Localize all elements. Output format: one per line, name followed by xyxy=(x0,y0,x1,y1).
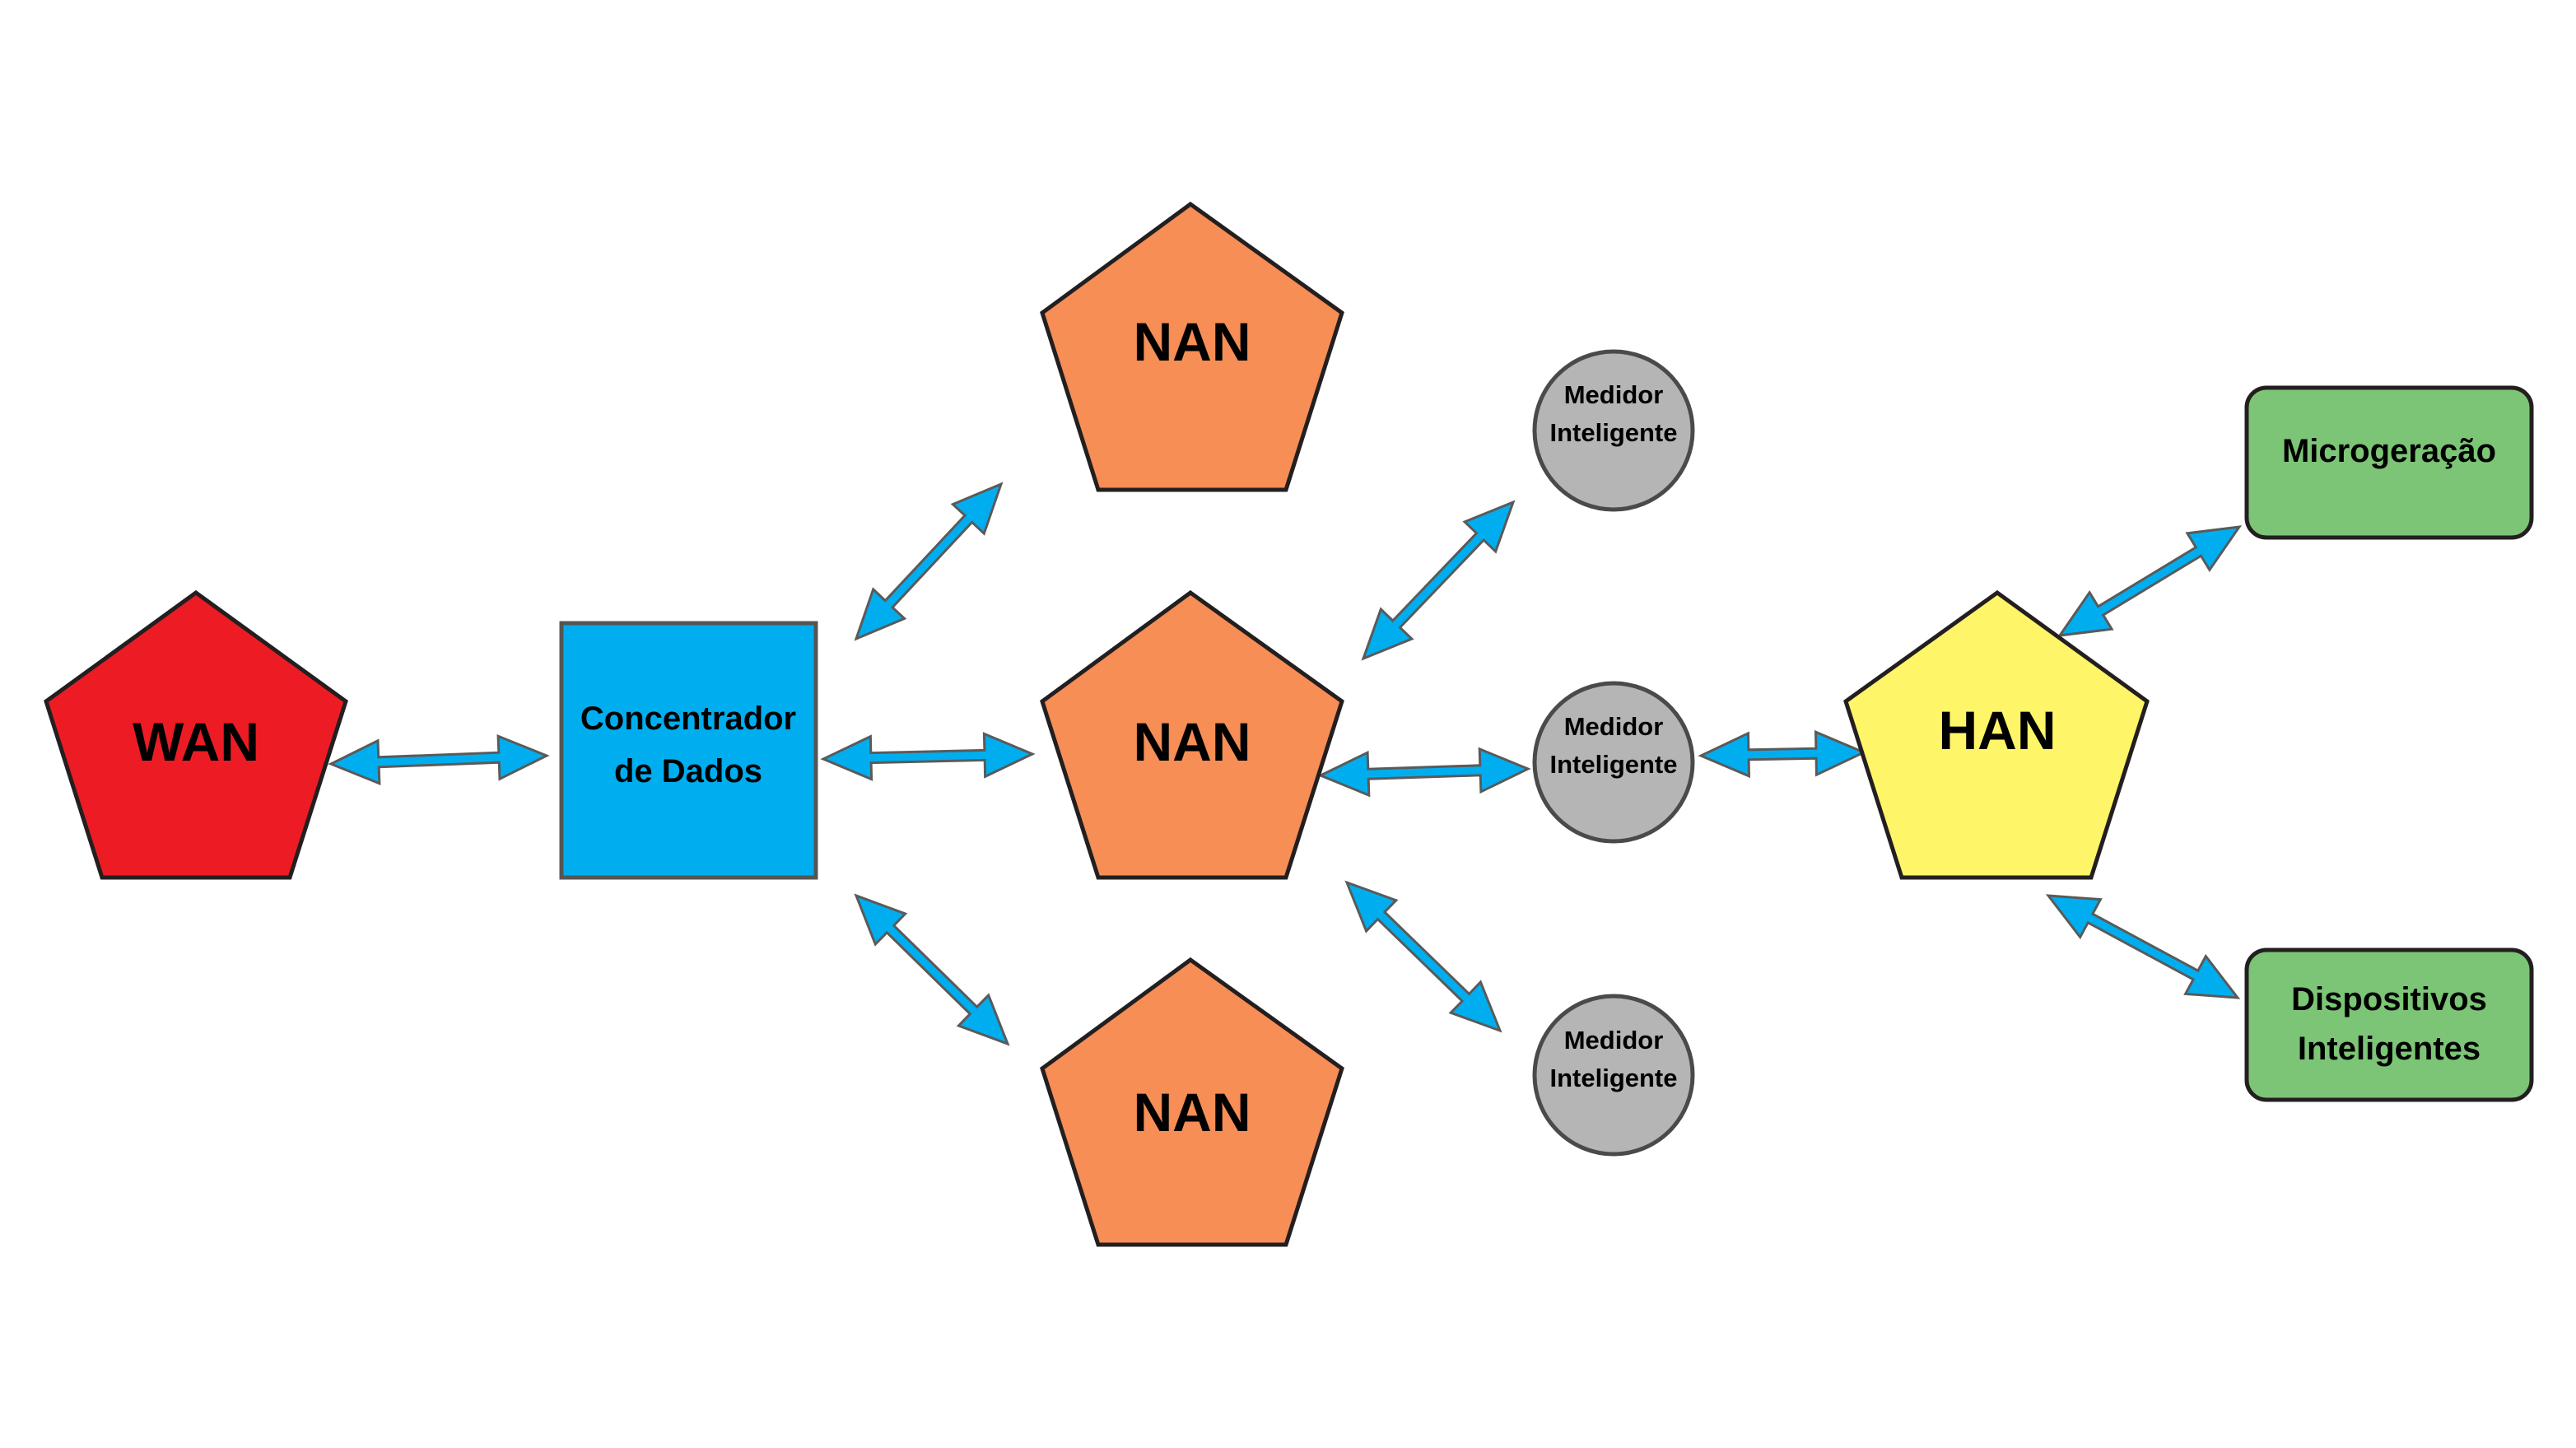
arrow-nan-meter-bottom xyxy=(1344,880,1502,1033)
smart-meter-top-circle xyxy=(1532,349,1695,512)
data-concentrator-node: Concentrador de Dados xyxy=(559,621,818,880)
connection-arrows xyxy=(328,482,2243,1046)
smart-devices-label-line1: Dispositivos xyxy=(2291,981,2487,1017)
smart-meter-top-label-line2: Inteligente xyxy=(1549,418,1677,447)
arrow-nan-meter-middle xyxy=(1317,747,1531,798)
nan-top-node: NAN xyxy=(1040,201,1344,492)
microgeneration-label: Microgeração xyxy=(2282,433,2496,469)
arrow-nan-meter-top xyxy=(1361,500,1516,661)
nan-middle-node: NAN xyxy=(1040,589,1344,880)
smart-meter-top-label-line1: Medidor xyxy=(1564,380,1664,409)
han-pentagon xyxy=(1843,589,2150,880)
han-label: HAN xyxy=(1939,700,2057,761)
wan-pentagon xyxy=(44,589,348,880)
smart-meter-middle-node: Medidor Inteligente xyxy=(1532,681,1695,844)
arrow-wan-concentrator xyxy=(328,733,550,786)
nan-middle-label: NAN xyxy=(1134,711,1251,772)
wan-label: WAN xyxy=(133,711,259,772)
data-concentrator-label-line2: de Dados xyxy=(614,753,762,789)
wan-node: WAN xyxy=(44,589,348,880)
smart-meter-bottom-circle xyxy=(1532,994,1695,1157)
nan-bottom-label: NAN xyxy=(1134,1082,1251,1143)
arrow-concentrator-nan-bottom xyxy=(854,893,1010,1046)
arrow-meter-han xyxy=(1698,729,1867,779)
han-node: HAN xyxy=(1843,589,2150,880)
smart-meter-bottom-node: Medidor Inteligente xyxy=(1532,994,1695,1157)
smart-meter-middle-label-line2: Inteligente xyxy=(1549,750,1677,779)
arrow-concentrator-nan-middle xyxy=(820,732,1036,781)
smart-meter-bottom-label-line2: Inteligente xyxy=(1549,1064,1677,1092)
smart-meter-middle-label-line1: Medidor xyxy=(1564,712,1664,741)
smart-devices-node: Dispositivos Inteligentes xyxy=(2244,947,2534,1102)
nan-bottom-node: NAN xyxy=(1040,957,1344,1247)
smart-meter-top-node: Medidor Inteligente xyxy=(1532,349,1695,512)
arrow-concentrator-nan-top xyxy=(854,482,1004,641)
data-concentrator-box xyxy=(559,621,818,880)
microgeneration-box xyxy=(2244,385,2534,540)
nan-bottom-pentagon xyxy=(1040,957,1344,1247)
nan-top-pentagon xyxy=(1040,201,1344,492)
nan-top-label: NAN xyxy=(1134,311,1251,372)
arrow-han-microgeneration xyxy=(2057,525,2243,637)
nan-middle-pentagon xyxy=(1040,589,1344,880)
arrow-han-smart-devices xyxy=(2045,894,2241,999)
smart-meter-bottom-label-line1: Medidor xyxy=(1564,1026,1664,1055)
smart-meter-middle-circle xyxy=(1532,681,1695,844)
smart-devices-label-line2: Inteligentes xyxy=(2298,1031,2481,1067)
data-concentrator-label-line1: Concentrador xyxy=(580,701,796,737)
smart-devices-box xyxy=(2244,947,2534,1102)
microgeneration-node: Microgeração xyxy=(2244,385,2534,540)
